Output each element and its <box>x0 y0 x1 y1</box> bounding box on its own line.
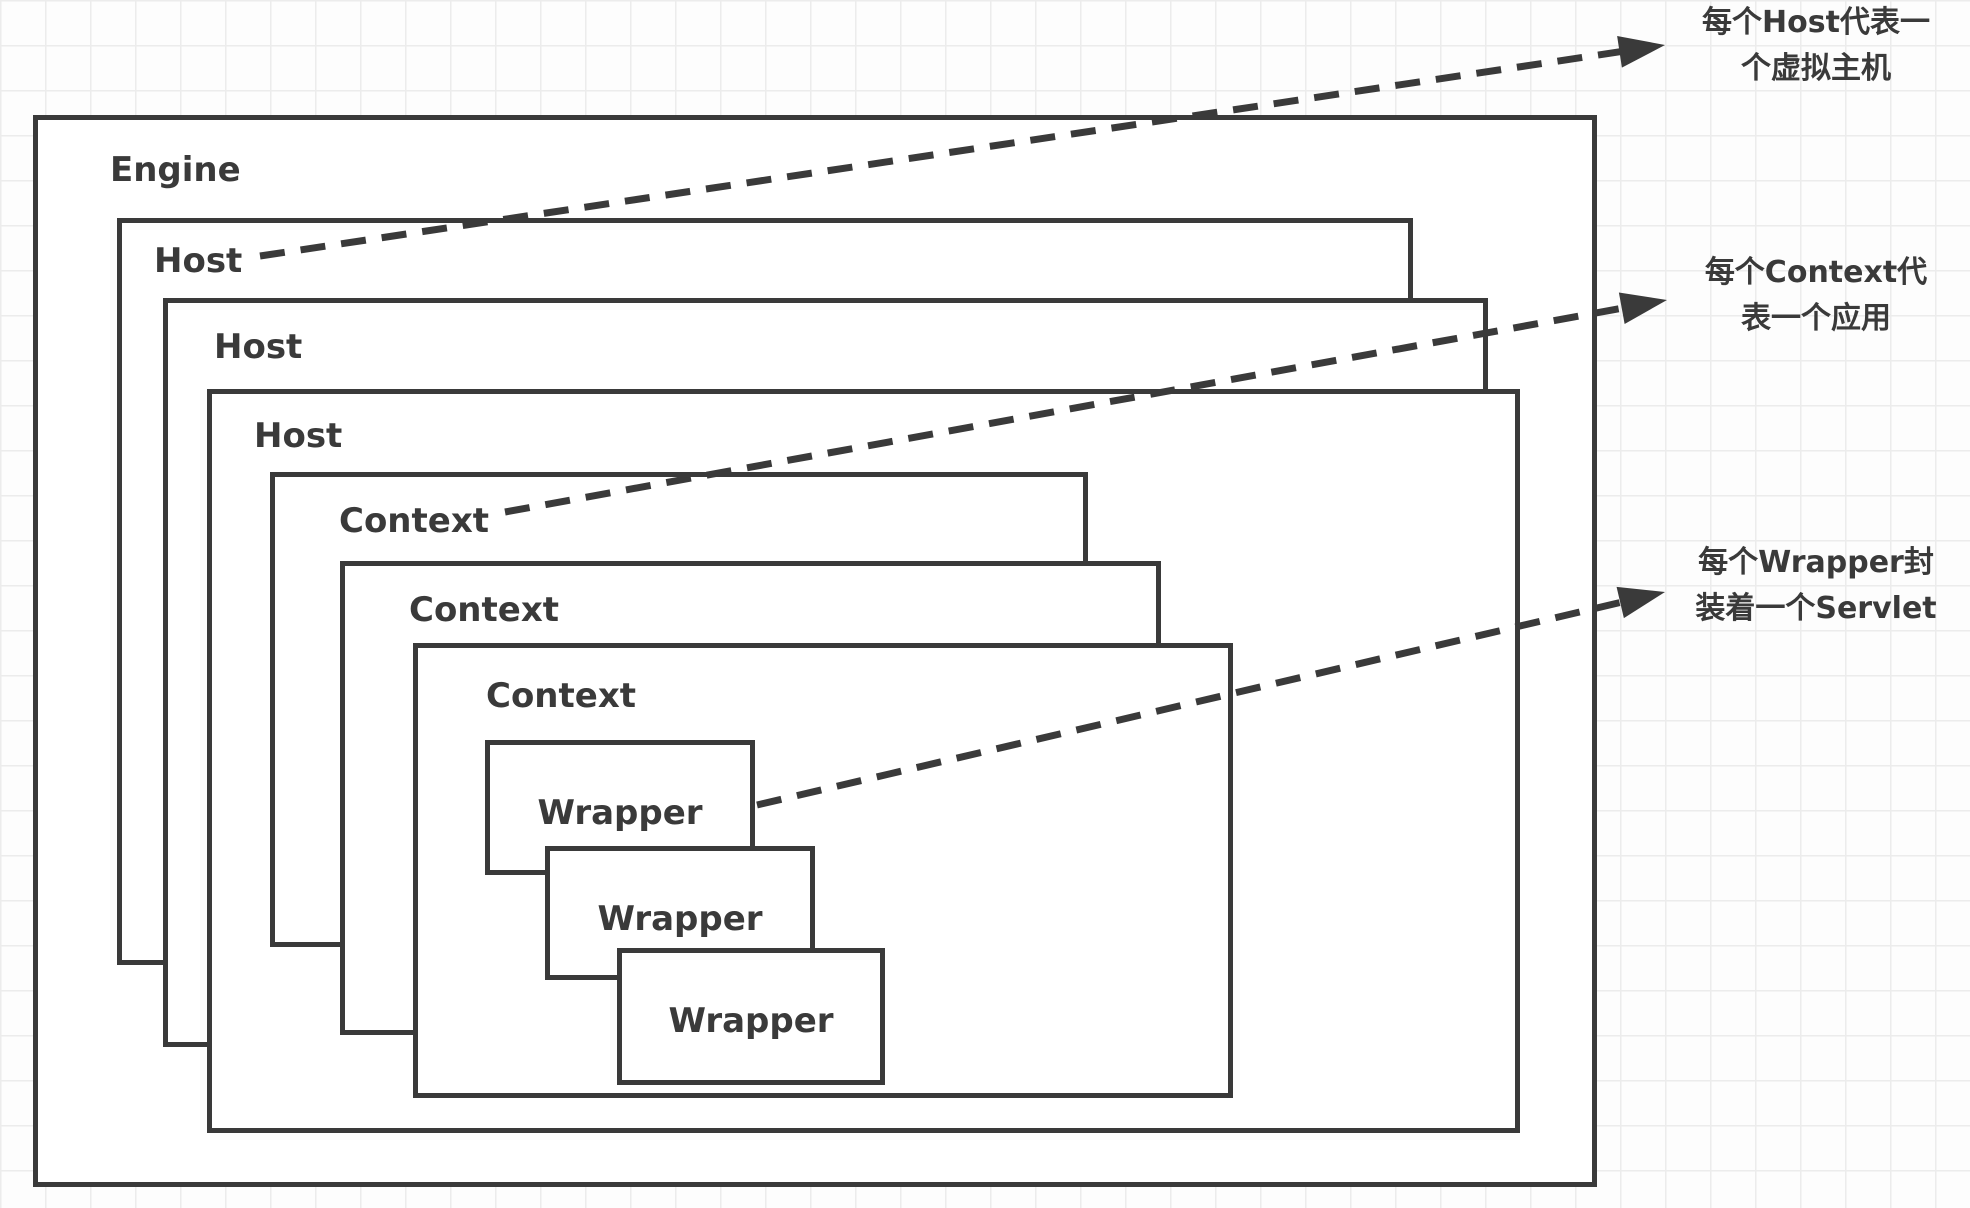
context-annotation: 每个Context代 表一个应用 <box>1651 250 1970 342</box>
wrapper-box-3: Wrapper <box>617 948 885 1085</box>
engine-label: Engine <box>110 150 241 190</box>
host-label-1: Host <box>154 241 243 281</box>
context-label-3: Context <box>486 676 637 716</box>
wrapper-label-3: Wrapper <box>668 1001 834 1041</box>
annotation-line: 装着一个Servlet <box>1695 591 1937 626</box>
host-label-3: Host <box>254 416 343 456</box>
wrapper-label-2: Wrapper <box>597 899 763 939</box>
context-label-2: Context <box>409 590 560 630</box>
annotation-line: 每个Host代表一 <box>1702 5 1930 40</box>
host-label-2: Host <box>214 327 303 367</box>
annotation-line: 表一个应用 <box>1741 301 1891 336</box>
context-label-1: Context <box>339 501 490 541</box>
wrapper-annotation: 每个Wrapper封 装着一个Servlet <box>1651 540 1970 632</box>
annotation-line: 每个Wrapper封 <box>1698 545 1934 580</box>
host-annotation: 每个Host代表一 个虚拟主机 <box>1651 0 1970 92</box>
annotation-line: 个虚拟主机 <box>1741 51 1891 86</box>
annotation-line: 每个Context代 <box>1704 255 1928 290</box>
wrapper-label-1: Wrapper <box>537 793 703 833</box>
